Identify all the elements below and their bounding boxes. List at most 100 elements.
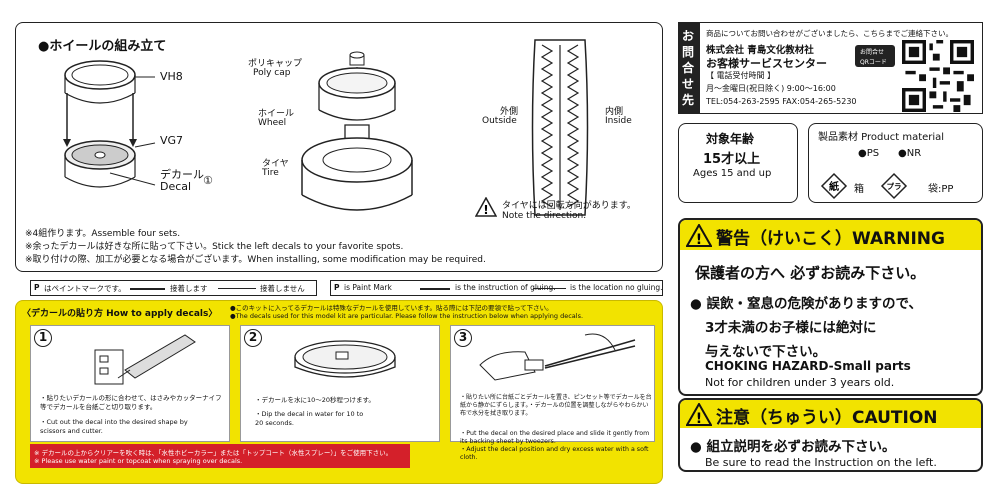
- caution-line1: ● 組立説明を必ずお読み下さい。: [690, 439, 896, 455]
- decal-howto-title: 〈デカールの貼り方 How to apply decals〉: [22, 309, 218, 319]
- spray-warning-en: ※ Please use water paint or topcoat when…: [34, 457, 243, 465]
- plastic-recycle-icon: プラ: [880, 172, 908, 200]
- warning-header-bar: [680, 220, 981, 250]
- label-inside-jp: 内側: [605, 107, 624, 117]
- warning-line2: ● 誤飲・窒息の危険がありますので、: [690, 296, 922, 312]
- material-ps: ●PS: [858, 148, 880, 159]
- wheel-rims-illustration: [63, 60, 156, 188]
- label-decal-num: ①: [203, 174, 213, 187]
- svg-text:紙: 紙: [829, 180, 839, 193]
- caution-header-bar: [680, 400, 981, 428]
- svg-text:!: !: [696, 411, 702, 426]
- label-tire-en: Tire: [262, 168, 279, 178]
- step-3-tweezers-illustration: [479, 333, 636, 381]
- legend-paint-jp: はペイントマークです。: [44, 284, 126, 293]
- caution-header: 注意（ちゅうい）CAUTION: [716, 408, 938, 428]
- legend-en: [330, 280, 663, 296]
- step-3-text-en1: ・Put the decal on the desired place and …: [460, 430, 650, 445]
- paper-recycle-icon: 紙: [820, 172, 848, 200]
- step-3-text-jp: ・貼りたい所に台紙ごとデカールを置き、ピンセット等でデカールを台紙から静かにずら…: [460, 394, 652, 417]
- qr-code-icon[interactable]: [902, 40, 974, 112]
- step-1-number: 1: [34, 329, 52, 347]
- note-modification: ※取り付けの際、加工が必要となる場合がございます。When installing…: [25, 255, 486, 265]
- step-1-text-en: ・Cut out the decal into the desired shap…: [40, 418, 188, 435]
- legend-paint-en: is Paint Mark: [344, 283, 392, 292]
- note-four-sets: ※4組作ります。Assemble four sets.: [25, 229, 181, 239]
- step-1-text-jp: ・貼りたいデカールの形に合わせて、はさみやカッターナイフ等でデカールを台紙ごと切…: [40, 394, 222, 411]
- contact-label-box: [678, 22, 700, 114]
- label-polycap-en: Poly cap: [253, 68, 291, 78]
- warning-line1: 保護者の方へ 必ずお読み下さい。: [695, 264, 926, 282]
- decal-howto-note-jp: ●このキットに入ってるデカールは特殊なデカールを使用しています。貼る際には下記の…: [230, 304, 553, 312]
- legend-noglue-jp: 接着しません: [260, 284, 305, 293]
- noglue-arrow-icon: [218, 288, 256, 289]
- label-polycap-jp: ポリキャップ: [248, 59, 303, 69]
- label-tire-jp: タイヤ: [262, 159, 289, 169]
- material-box-label: 箱: [854, 184, 864, 195]
- glue-arrow-icon-en: [420, 288, 450, 290]
- noglue-arrow-icon-en: [533, 288, 566, 289]
- warning-line4: 与えないで下さい。: [705, 344, 827, 360]
- decal-howto-note-en: ●The decals used for this model kit are …: [230, 312, 584, 320]
- svg-text:!: !: [483, 203, 488, 217]
- step-2-number: 2: [244, 329, 262, 347]
- contact-label: お問合せ先: [682, 29, 695, 107]
- label-inside-en: Inside: [605, 116, 632, 126]
- age-panel: [678, 123, 798, 203]
- tire-tread-illustration: [531, 39, 589, 216]
- contact-center: お客様サービスセンター: [706, 57, 827, 70]
- note-left-decals: ※余ったデカールは好きな所に貼って下さい。Stick the left deca…: [25, 242, 404, 252]
- legend-noglue-en: is the location no gluing.: [570, 283, 663, 292]
- age-value: 15才以上: [703, 152, 761, 167]
- step-2-text-jp: ・デカールを水に10〜20秒程つけます。: [255, 396, 375, 404]
- warning-line3: 3才未満のお子様には絶対に: [705, 320, 877, 336]
- qr-label-2: QRコード: [860, 59, 887, 66]
- age-title: 対象年齢: [706, 132, 755, 146]
- spray-warning-box: [30, 444, 410, 468]
- step-2-text-en: ・Dip the decal in water for 10 to 20 sec…: [255, 410, 364, 427]
- step-1-card: [30, 325, 230, 442]
- paint-mark-icon: P: [34, 283, 40, 292]
- label-outside-jp: 外側: [500, 107, 519, 117]
- contact-tel-fax: TEL:054-263-2595 FAX:054-265-5230: [706, 97, 857, 106]
- svg-text:プラ: プラ: [887, 181, 902, 191]
- wheel-tire-illustration: [301, 51, 413, 211]
- warning-hazard-sub: Not for children under 3 years old.: [705, 376, 895, 389]
- step-3-text-en2: ・Adjust the decal position and dry exces…: [460, 446, 649, 461]
- warning-triangle-icon: !: [475, 197, 497, 217]
- qr-label-1: お問合せ: [860, 49, 885, 56]
- legend-jp: [30, 280, 317, 296]
- step-1-cutting-illustration: [94, 334, 196, 385]
- caution-line2: Be sure to read the Instruction on the l…: [705, 456, 937, 469]
- legend-glue-en: is the instruction of gluing.: [455, 283, 556, 292]
- material-title: 製品素材 Product material: [818, 132, 945, 143]
- label-decal-en: Decal: [160, 180, 192, 193]
- warning-header: 警告（けいこく）WARNING: [716, 229, 945, 249]
- material-bag-label: 袋:PP: [928, 184, 954, 195]
- label-wheel-jp: ホイール: [258, 109, 295, 119]
- qr-label-badge: [855, 45, 895, 67]
- svg-text:!: !: [696, 232, 702, 247]
- step-3-number: 3: [454, 329, 472, 347]
- contact-company: 株式会社 青島文化教材社: [706, 45, 814, 56]
- contact-hours: 月〜金曜日(祝日除く) 9:00〜16:00: [706, 84, 836, 93]
- warning-hazard: CHOKING HAZARD-Small parts: [705, 359, 911, 373]
- spray-warning-jp: ※ デカールの上からクリアーを吹く時は、「水性ホビーカラー」または「トップコート…: [34, 449, 393, 457]
- contact-intro: 商品についてお問い合わせがございましたら、こちらまでご連絡下さい。: [706, 29, 954, 38]
- direction-note-jp: タイヤには回転方向があります。: [502, 201, 636, 211]
- glue-arrow-icon: [130, 288, 165, 290]
- warning-icon: !: [686, 224, 712, 247]
- label-vh8: VH8: [160, 70, 183, 83]
- material-nr: ●NR: [898, 148, 922, 159]
- label-wheel-en: Wheel: [258, 118, 287, 128]
- direction-note-en: Note the direction.: [502, 211, 587, 221]
- contact-hours-label: 【 電話受付時間 】: [706, 71, 776, 80]
- assembly-title: ●ホイールの組み立て: [38, 39, 167, 54]
- legend-glue-jp: 接着します: [170, 284, 208, 293]
- paint-mark-icon-en: P: [334, 283, 340, 292]
- label-vg7: VG7: [160, 134, 184, 147]
- label-decal-jp: デカール: [160, 168, 204, 181]
- label-outside-en: Outside: [482, 116, 517, 126]
- step-2-water-dish-illustration: [294, 340, 396, 378]
- caution-icon: !: [686, 403, 712, 426]
